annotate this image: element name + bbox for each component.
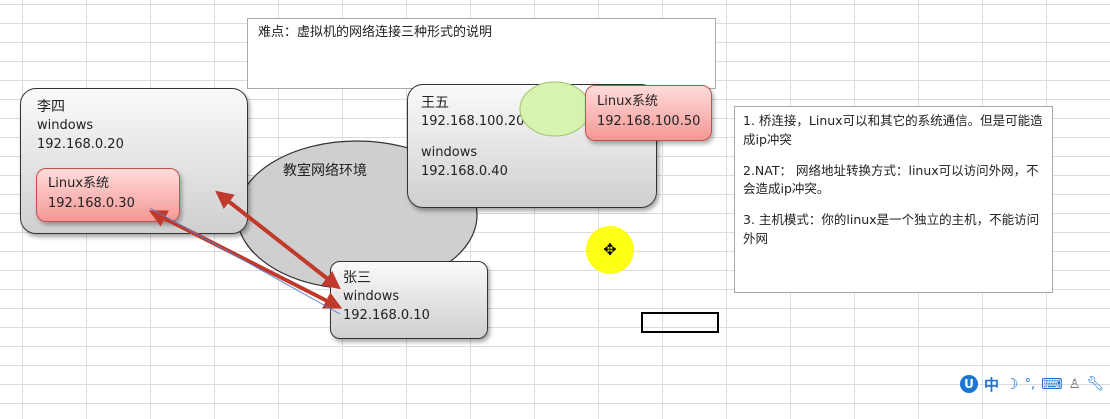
- wangwu-name: 王五: [421, 95, 449, 111]
- move-cursor-icon: ✥: [603, 240, 617, 259]
- notes-box: 1. 桥连接，Linux可以和其它的系统通信。但是可能造成ip冲突 2.NAT：…: [734, 106, 1053, 293]
- note-bridge: 1. 桥连接，Linux可以和其它的系统通信。但是可能造成ip冲突: [743, 113, 1043, 147]
- cursor-highlight: [586, 226, 634, 274]
- ime-logo-icon[interactable]: U: [960, 375, 978, 393]
- zhangsan-ip: 192.168.0.10: [343, 308, 430, 324]
- wangwu-os: windows: [421, 145, 478, 161]
- wangwu-vm-node: Linux系统 192.168.100.50: [585, 85, 712, 141]
- wangwu-vm-ip: 192.168.100.50: [597, 113, 701, 129]
- title-box: 难点：虚拟机的网络连接三种形式的说明: [247, 18, 716, 89]
- lisi-name: 李四: [37, 99, 65, 115]
- wrench-icon[interactable]: 🔧︎: [1086, 376, 1105, 392]
- selected-cell[interactable]: [641, 312, 719, 333]
- punctuation-toggle[interactable]: °,: [1024, 376, 1036, 392]
- wangwu-vm-label: Linux系统: [597, 94, 659, 109]
- zhangsan-os: windows: [343, 289, 400, 305]
- wangwu-ip1: 192.168.100.200: [421, 114, 533, 130]
- ime-toolbar[interactable]: U 中 ☽ °, ⌨ ♙ 🔧︎: [960, 372, 1110, 396]
- title-text: 难点：虚拟机的网络连接三种形式的说明: [258, 25, 493, 40]
- ime-lang-toggle[interactable]: 中: [984, 375, 1000, 394]
- lisi-vm-node: Linux系统 192.168.0.30: [36, 168, 180, 222]
- lisi-os: windows: [37, 118, 94, 134]
- classroom-network-label: 教室网络环境: [283, 163, 367, 179]
- user-icon[interactable]: ♙: [1068, 376, 1081, 392]
- note-nat: 2.NAT： 网络地址转换方式：linux可以访问外网，不会造成ip冲突。: [743, 162, 1039, 197]
- lisi-vm-label: Linux系统: [48, 176, 110, 191]
- keyboard-icon[interactable]: ⌨: [1041, 375, 1063, 393]
- zhangsan-host-node: 张三 windows 192.168.0.10: [330, 261, 488, 339]
- lisi-vm-ip: 192.168.0.30: [48, 195, 135, 211]
- half-width-moon-icon[interactable]: ☽: [1005, 375, 1019, 393]
- note-host-only: 3. 主机模式：你的linux是一个独立的主机，不能访问外网: [743, 212, 1040, 246]
- wangwu-ip2: 192.168.0.40: [421, 163, 508, 179]
- zhangsan-name: 张三: [343, 270, 371, 286]
- lisi-ip: 192.168.0.20: [37, 137, 124, 153]
